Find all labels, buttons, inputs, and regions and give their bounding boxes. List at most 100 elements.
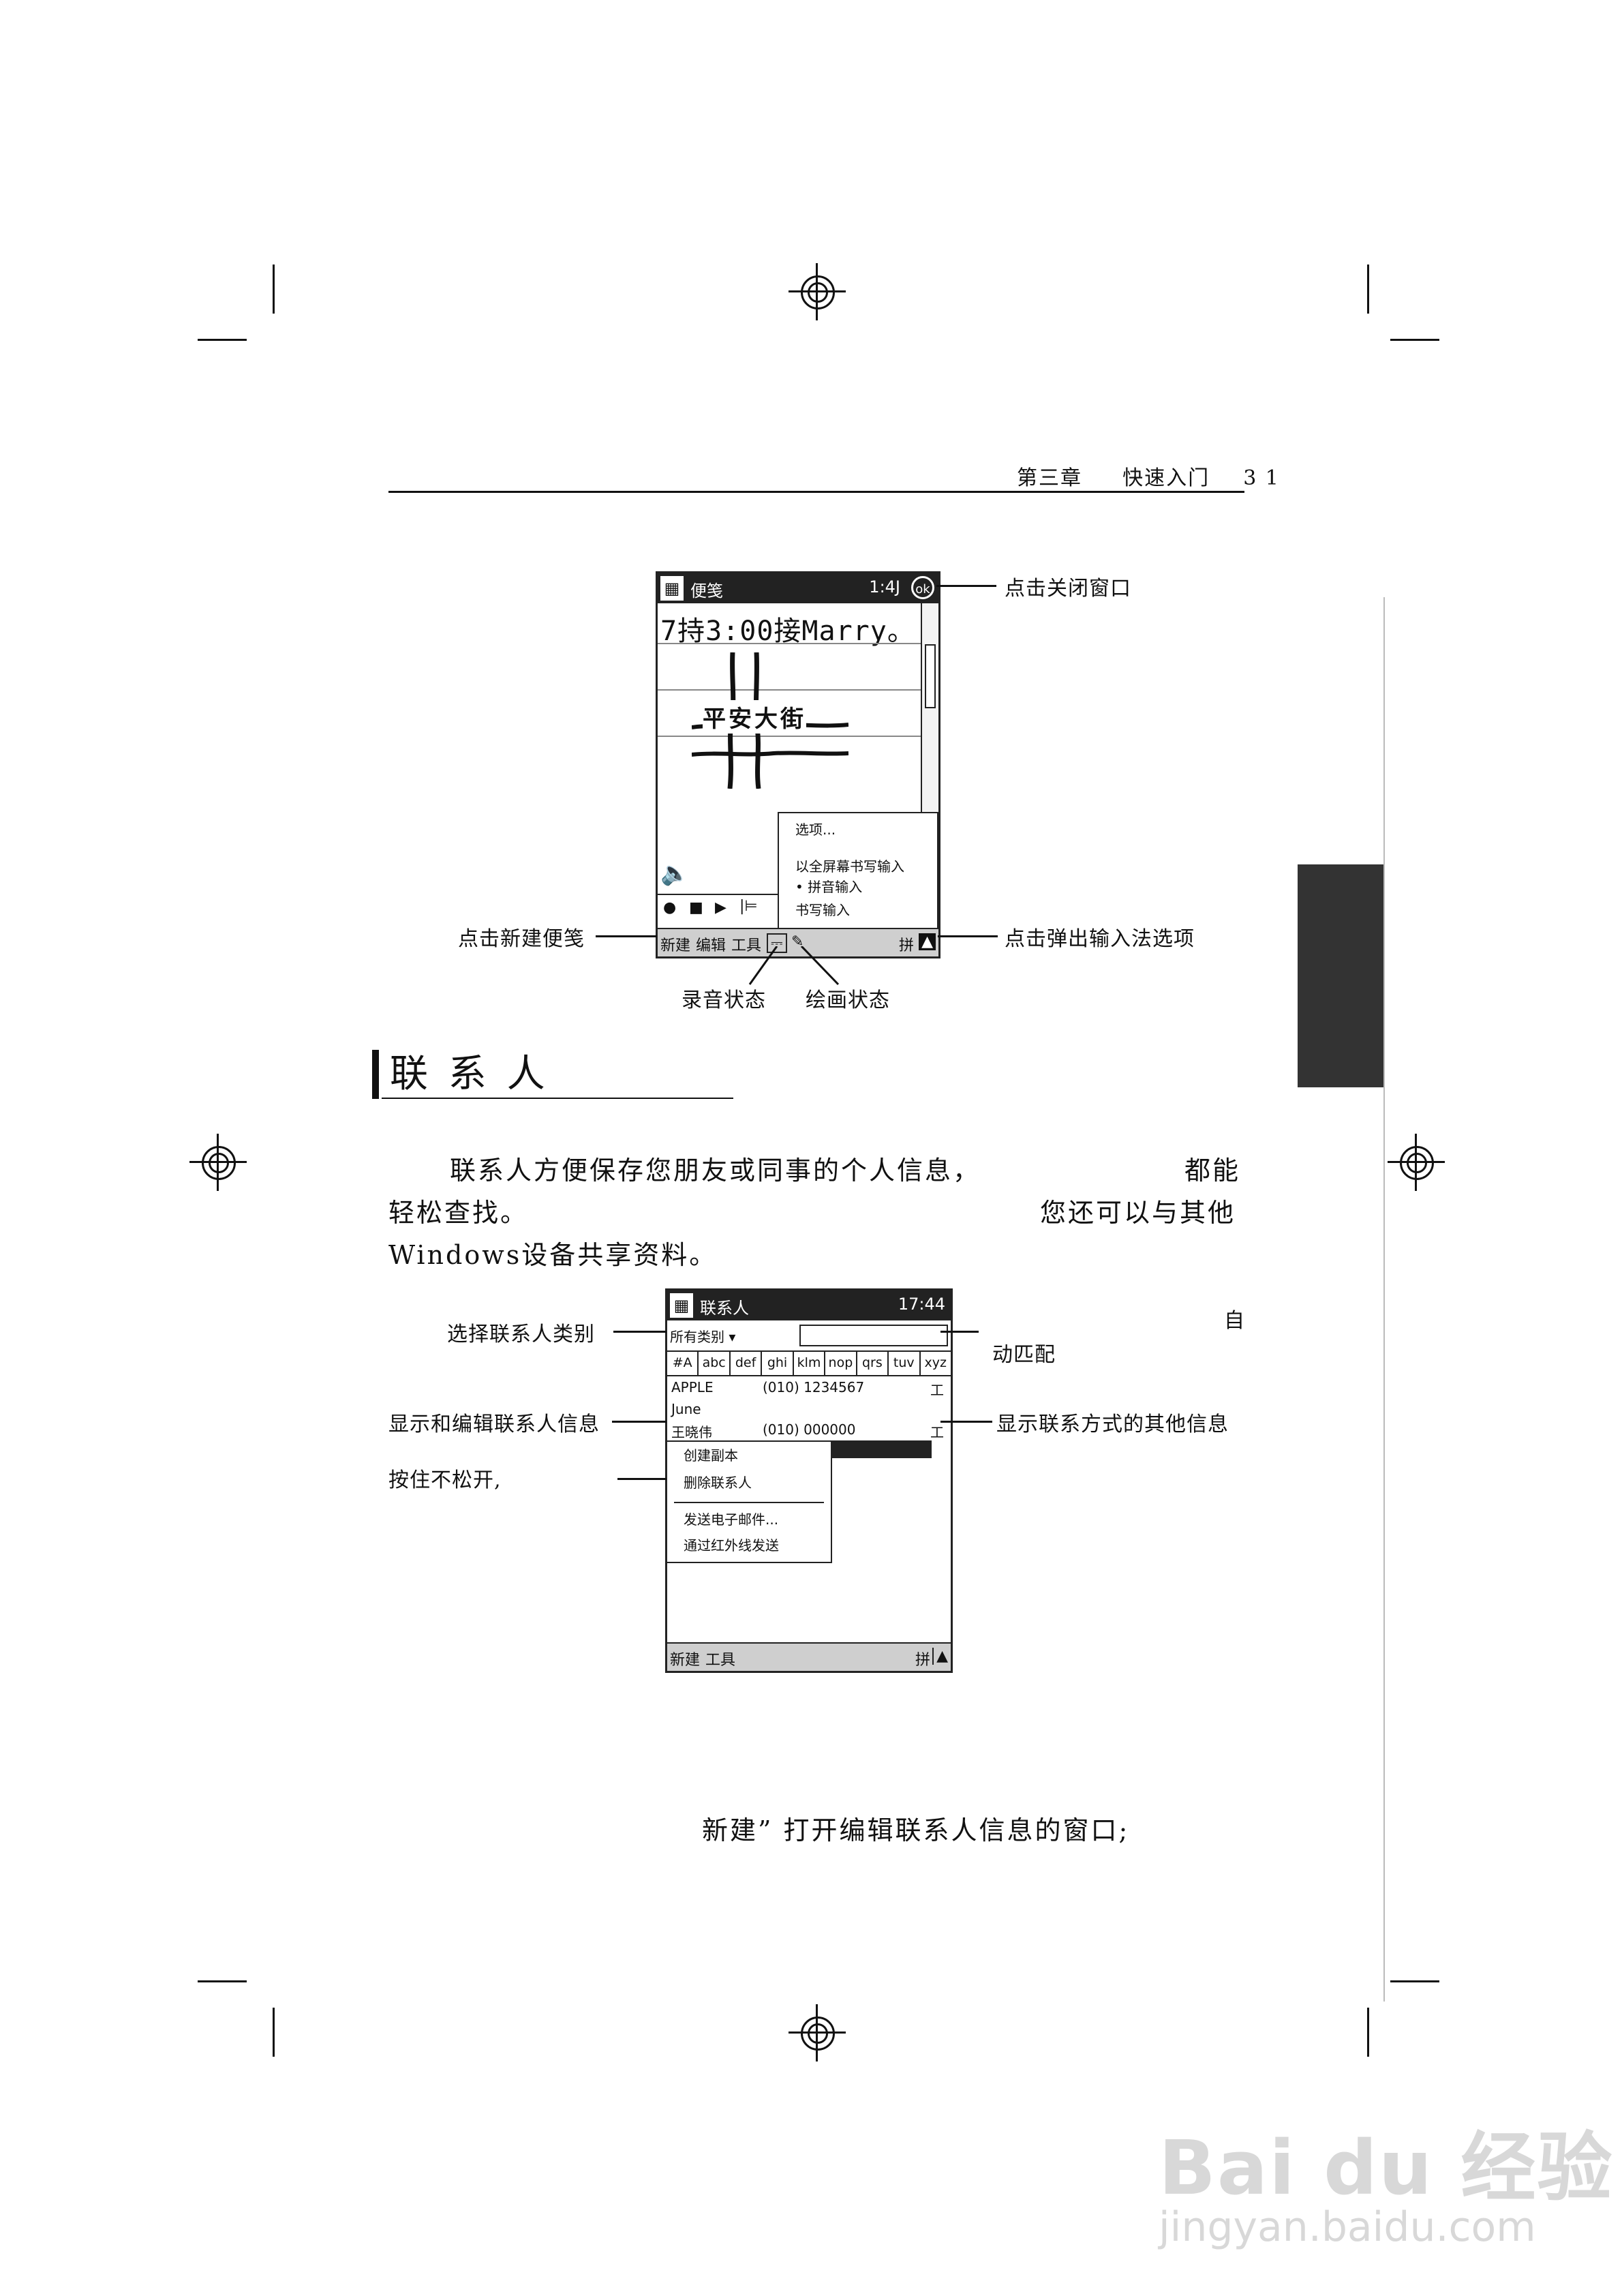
para-line2-left: 轻松查找。 bbox=[388, 1198, 529, 1228]
contacts-titlebar: ▦ 联系人 17:44 bbox=[667, 1290, 951, 1320]
menu-send-ir[interactable]: 通过红外线发送 bbox=[684, 1537, 779, 1554]
section-label: 快速入门 bbox=[1122, 466, 1210, 490]
tab-ghi[interactable]: ghi bbox=[762, 1352, 794, 1375]
callout-line bbox=[612, 1421, 667, 1423]
callout-line bbox=[613, 1331, 667, 1333]
popup-item-fullscreen[interactable]: 以全屏幕书写输入 bbox=[795, 858, 904, 875]
stop-icon[interactable]: ■ bbox=[689, 899, 703, 916]
input-arrow-icon[interactable]: ▲ bbox=[919, 933, 936, 950]
callout-line bbox=[936, 585, 996, 587]
contact-row[interactable]: June bbox=[671, 1401, 947, 1417]
callout-line bbox=[940, 1331, 979, 1333]
watermark-url: jingyan.baidu.com bbox=[1159, 2203, 1536, 2251]
popup-item-pinyin[interactable]: • 拼音输入 bbox=[795, 879, 863, 895]
search-input[interactable] bbox=[799, 1325, 948, 1346]
contacts-screen: ▦ 联系人 17:44 所有类别 ▾ #A abc def ghi klm no… bbox=[665, 1288, 953, 1673]
para-line3: Windows设备共享资料。 bbox=[388, 1240, 718, 1270]
contact-phone: (010) 000000 bbox=[763, 1421, 856, 1438]
contacts-clock: 17:44 bbox=[898, 1295, 945, 1314]
header-rule bbox=[388, 491, 1244, 493]
callout-input-options: 点击弹出输入法选项 bbox=[1005, 927, 1195, 951]
ruled-line bbox=[658, 643, 921, 644]
page-number: 3 1 bbox=[1243, 466, 1280, 490]
callout-draw-state: 绘画状态 bbox=[806, 988, 890, 1012]
start-menu-icon[interactable]: ▦ bbox=[670, 1293, 693, 1318]
ruled-line bbox=[658, 689, 921, 691]
callout-line bbox=[596, 935, 657, 937]
record-toolbar: ● ■ ▶ |⊨ bbox=[658, 894, 780, 922]
volume-slider[interactable]: |⊨ bbox=[739, 898, 758, 915]
new-note-button[interactable]: 新建 bbox=[660, 937, 691, 954]
notes-clock: 1:4J bbox=[869, 577, 900, 596]
tab-abc[interactable]: abc bbox=[699, 1352, 731, 1375]
input-arrow-icon[interactable]: ▲ bbox=[932, 1648, 948, 1665]
ruled-line bbox=[658, 736, 921, 737]
input-method-label[interactable]: 拼 bbox=[898, 937, 914, 954]
callout-category: 选择联系人类别 bbox=[447, 1323, 595, 1346]
callout-hold: 按住不松开, bbox=[388, 1468, 502, 1492]
para-line1-right: 都能 bbox=[1184, 1155, 1241, 1185]
tab-num-a[interactable]: #A bbox=[667, 1352, 699, 1375]
contact-row[interactable]: 王晓伟 (010) 000000 工 bbox=[671, 1421, 947, 1441]
tab-xyz[interactable]: xyz bbox=[924, 1355, 947, 1370]
para-line2-right: 您还可以与其他 bbox=[1040, 1198, 1236, 1228]
record-icon[interactable]: ● bbox=[663, 899, 677, 916]
notes-titlebar: ▦ 便笺 1:4J ok bbox=[658, 573, 938, 603]
popup-item-handwriting[interactable]: 书写输入 bbox=[795, 902, 850, 918]
menu-create-copy[interactable]: 创建副本 bbox=[684, 1447, 738, 1464]
speaker-icon: 🔈 bbox=[660, 860, 690, 887]
watermark-logo: Bai du 经验 bbox=[1159, 2124, 1614, 2211]
crop-mark bbox=[1390, 1980, 1439, 1982]
callout-auto-match-2: 动匹配 bbox=[992, 1343, 1056, 1367]
contact-phone: (010) 1234567 bbox=[763, 1379, 865, 1395]
contact-name: APPLE bbox=[671, 1379, 714, 1395]
ok-close-button[interactable]: ok bbox=[911, 576, 934, 599]
crop-mark bbox=[1367, 2008, 1369, 2057]
tools-menu[interactable]: 工具 bbox=[705, 1652, 736, 1669]
tab-tuv[interactable]: tuv bbox=[889, 1352, 921, 1375]
popup-item-options[interactable]: 选项... bbox=[795, 821, 836, 838]
callout-new-note: 点击新建便笺 bbox=[458, 927, 585, 951]
tab-nop[interactable]: nop bbox=[825, 1352, 857, 1375]
crop-mark bbox=[1390, 339, 1439, 341]
start-menu-icon[interactable]: ▦ bbox=[660, 576, 684, 601]
input-method-label[interactable]: 拼 bbox=[915, 1652, 930, 1669]
contact-row[interactable]: APPLE (010) 1234567 工 bbox=[671, 1379, 947, 1398]
section-bar bbox=[372, 1050, 379, 1099]
handwriting-text: 7持3:00接Marry。 bbox=[660, 616, 915, 647]
record-mode-icon[interactable]: ⎓ bbox=[767, 933, 787, 953]
tab-def[interactable]: def bbox=[731, 1352, 763, 1375]
notes-command-bar: 新建 编辑 工具 ⎓ ✎ 拼 ▲ bbox=[658, 928, 938, 956]
chapter-label: 第三章 bbox=[1017, 466, 1082, 490]
tools-menu[interactable]: 工具 bbox=[731, 937, 762, 954]
draw-mode-icon[interactable]: ✎ bbox=[791, 933, 804, 950]
callout-line bbox=[940, 1421, 992, 1423]
registration-mark-top bbox=[789, 263, 846, 320]
callout-line bbox=[938, 935, 998, 937]
menu-send-email[interactable]: 发送电子邮件... bbox=[684, 1511, 779, 1528]
crop-mark bbox=[1367, 265, 1369, 314]
sketch-label: 平安大街 bbox=[703, 700, 806, 734]
menu-delete-contact[interactable]: 删除联系人 bbox=[684, 1475, 752, 1491]
tab-klm[interactable]: klm bbox=[794, 1352, 826, 1375]
tab-qrs[interactable]: qrs bbox=[857, 1352, 889, 1375]
contacts-title: 联系人 bbox=[700, 1299, 749, 1318]
callout-show-edit: 显示和编辑联系人信息 bbox=[388, 1413, 600, 1436]
category-dropdown[interactable]: 所有类别 ▾ bbox=[670, 1329, 736, 1345]
margin-line bbox=[1383, 597, 1385, 2002]
new-contact-button[interactable]: 新建 bbox=[670, 1652, 701, 1669]
play-icon[interactable]: ▶ bbox=[715, 899, 726, 916]
alpha-tabs: #A abc def ghi klm nop qrs tuv xyz bbox=[667, 1350, 951, 1376]
crop-mark bbox=[273, 2008, 275, 2057]
callout-record-state: 录音状态 bbox=[682, 988, 766, 1012]
contacts-command-bar: 新建 工具 拼 ▲ bbox=[667, 1642, 951, 1671]
input-method-popup: 选项... 以全屏幕书写输入 • 拼音输入 书写输入 bbox=[778, 812, 938, 931]
edit-menu[interactable]: 编辑 bbox=[696, 937, 726, 954]
footer-text: 新建” 打开编辑联系人信息的窗口; bbox=[702, 1815, 1130, 1845]
contact-name: June bbox=[671, 1401, 701, 1417]
callout-close-window: 点击关闭窗口 bbox=[1005, 577, 1131, 601]
chapter-side-tab bbox=[1298, 864, 1383, 1087]
crop-mark bbox=[273, 265, 275, 314]
callout-pointers bbox=[748, 946, 840, 986]
contact-tag: 工 bbox=[930, 1424, 944, 1440]
